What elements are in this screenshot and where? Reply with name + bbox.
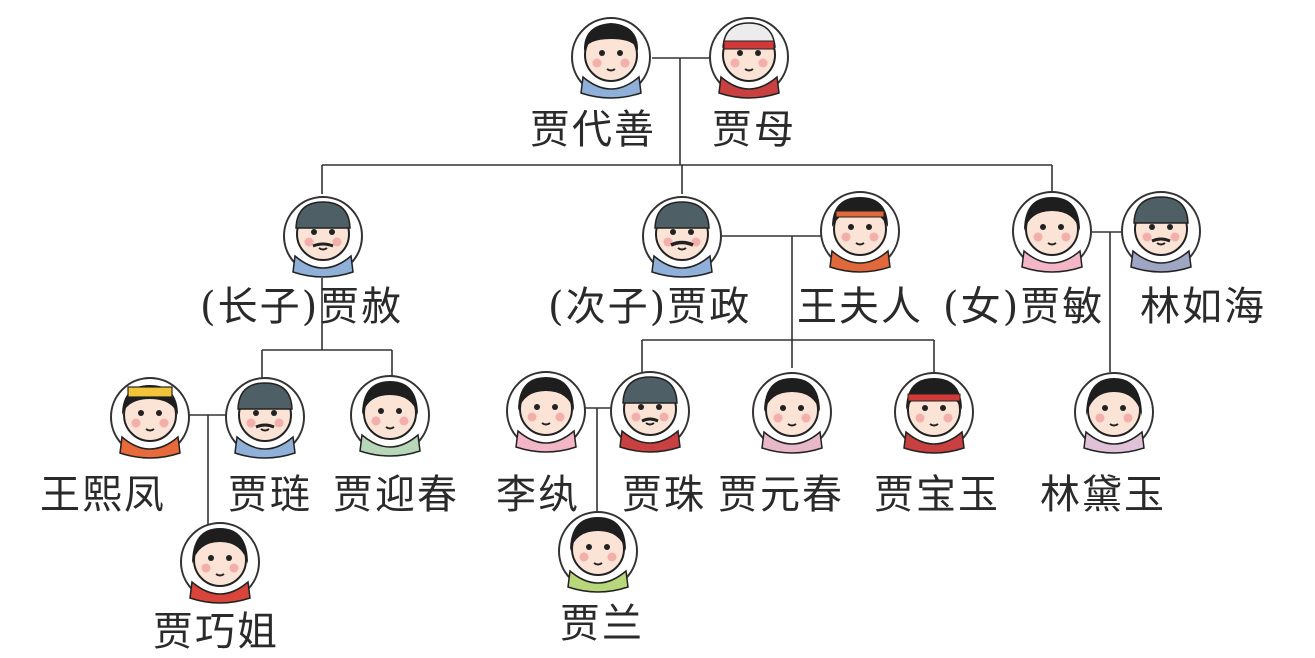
label-jia-daishan: 贾代善 <box>530 107 656 153</box>
avatar-jia-lian <box>225 377 305 459</box>
label-jia-lan: 贾兰 <box>560 601 644 647</box>
label-lin-daiyu: 林黛玉 <box>1040 472 1166 518</box>
label-wang-xifeng: 王熙凤 <box>40 472 166 518</box>
avatar-jia-min <box>1012 191 1092 273</box>
avatar-jia-daishan <box>571 17 651 99</box>
label-jia-zhu: 贾珠 <box>622 472 706 518</box>
avatar-lin-daiyu <box>1074 372 1154 454</box>
label-wang-furen: 王夫人 <box>797 284 923 330</box>
avatar-jia-yingchun <box>350 375 430 457</box>
avatar-jia-she <box>283 196 363 278</box>
avatar-jia-qiaojie <box>180 522 260 604</box>
avatar-wang-xifeng <box>110 377 190 459</box>
label-jia-min: (女)贾敏 <box>943 284 1105 330</box>
avatar-jia-baoyu <box>894 372 974 454</box>
label-li-wan: 李纨 <box>496 472 580 518</box>
label-jia-lian: 贾琏 <box>228 472 312 518</box>
label-jia-qiaojie: 贾巧姐 <box>153 609 279 655</box>
avatar-lin-ruhai <box>1121 191 1201 273</box>
avatar-wang-furen <box>820 191 900 273</box>
avatar-li-wan <box>506 371 586 453</box>
avatar-jia-zhu <box>610 371 690 453</box>
label-jia-yuanchun: 贾元春 <box>718 472 844 518</box>
avatar-jia-zheng <box>642 196 722 278</box>
label-jia-yingchun: 贾迎春 <box>333 472 459 518</box>
label-lin-ruhai: 林如海 <box>1140 284 1266 330</box>
label-jia-she: (长子)贾赦 <box>200 284 404 330</box>
label-jia-baoyu: 贾宝玉 <box>874 472 1000 518</box>
label-jia-zheng: (次子)贾政 <box>548 284 752 330</box>
avatar-jia-yuanchun <box>752 372 832 454</box>
connector-lines <box>186 57 1124 526</box>
label-jia-mu: 贾母 <box>712 107 796 153</box>
avatar-jia-lan <box>558 511 638 593</box>
avatar-jia-mu <box>709 17 789 99</box>
